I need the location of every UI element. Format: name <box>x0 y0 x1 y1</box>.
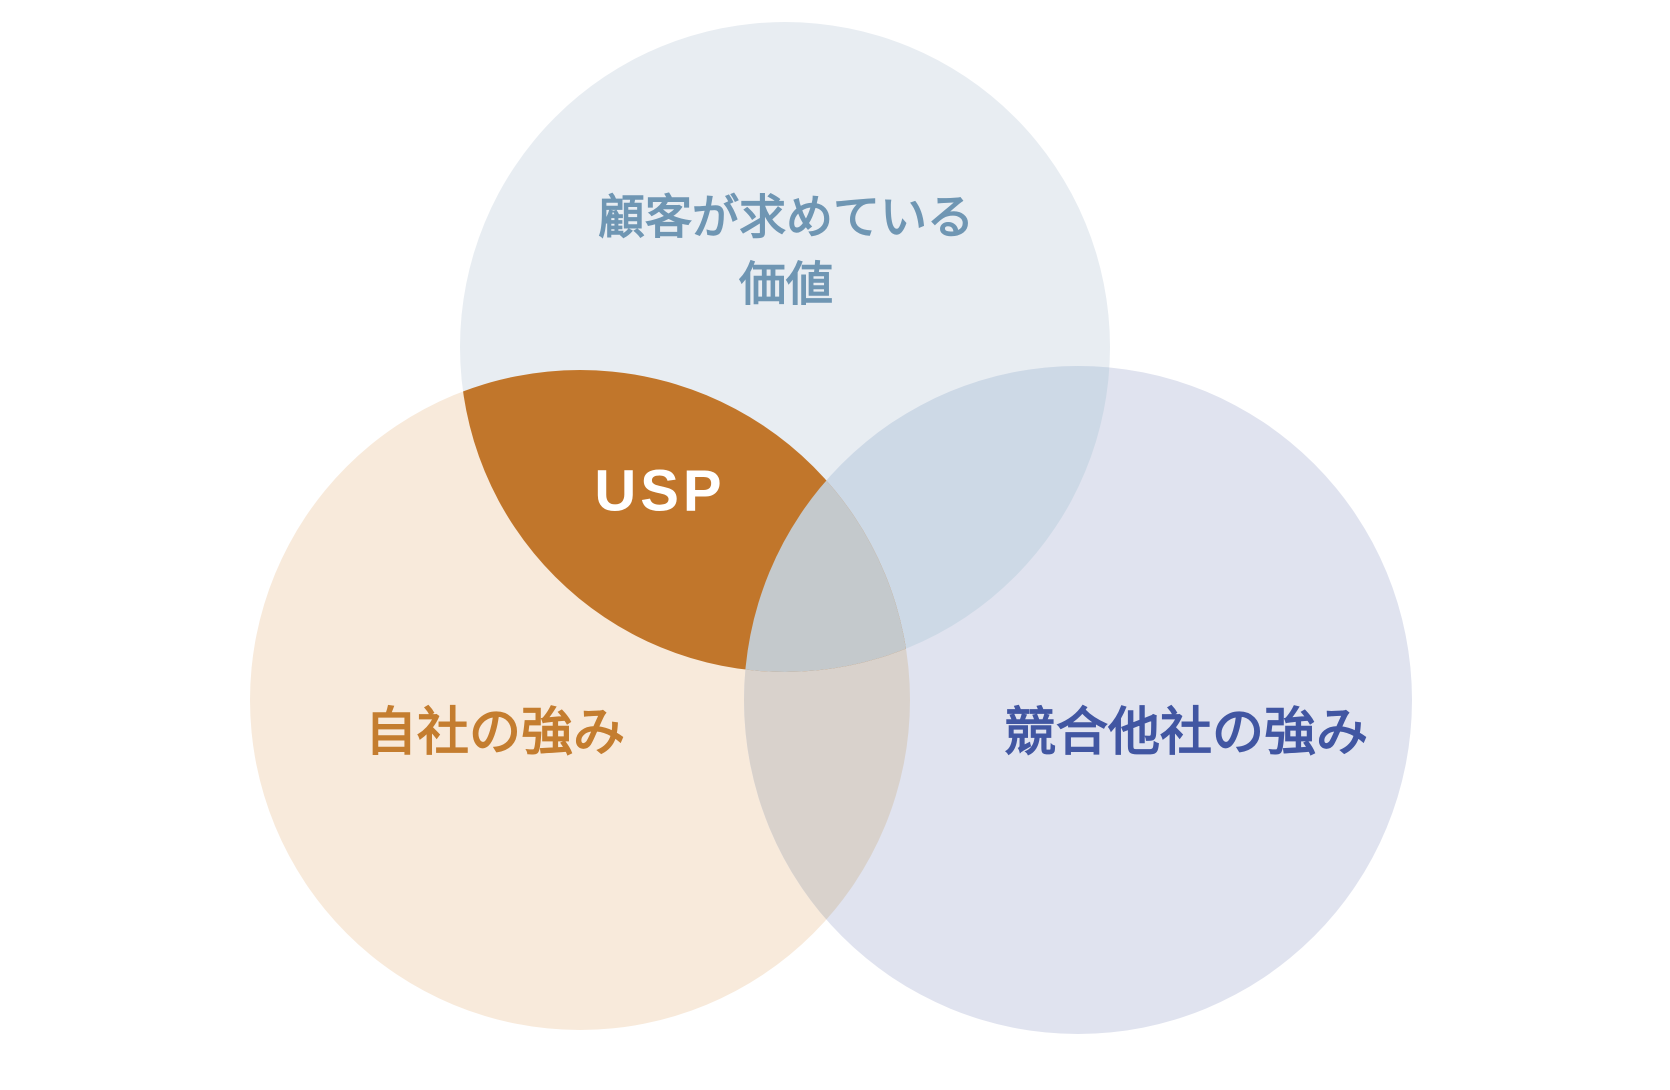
top-right-overlap-region <box>744 366 1110 672</box>
usp-label: USP <box>594 459 725 524</box>
usp-region <box>460 370 910 672</box>
customer-value-label-line1: 顧客が求めている <box>598 191 974 244</box>
top-right-overlap-group <box>744 366 1110 672</box>
competitor-strengths-label: 競合他社の強み <box>1004 704 1368 762</box>
customer-value-label-line2: 価値 <box>738 258 833 311</box>
own-strengths-label: 自社の強み <box>365 704 625 762</box>
usp-overlap-group <box>460 370 910 672</box>
